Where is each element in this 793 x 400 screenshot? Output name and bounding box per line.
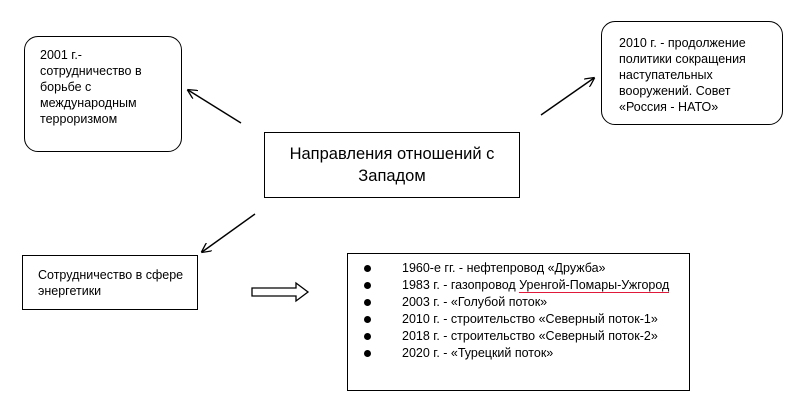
bullet-icon — [364, 350, 371, 357]
energy-cooperation-text: Сотрудничество в сфере энергетики — [38, 268, 184, 298]
pipelines-list-box: 1960-е гг. - нефтепровод «Дружба» 1983 г… — [347, 253, 690, 391]
list-item-text: 1960-е гг. - нефтепровод «Дружба» — [402, 261, 606, 275]
spellcheck-underlined-text: Уренгой-Помары-Ужгород — [519, 278, 670, 293]
bullet-icon — [364, 333, 371, 340]
energy-cooperation-box: Сотрудничество в сфере энергетики — [22, 255, 198, 310]
list-item-text: 2018 г. - строительство «Северный поток-… — [402, 329, 658, 343]
list-item-text: 2020 г. - «Турецкий поток» — [402, 346, 554, 360]
central-topic-title: Направления отношений с Западом — [289, 145, 495, 185]
arrow-to-energy — [202, 213, 256, 252]
central-topic-box: Направления отношений с Западом — [264, 132, 520, 198]
terrorism-cooperation-text: 2001 г.- сотрудничество в борьбе с между… — [40, 48, 142, 126]
bullet-icon — [364, 299, 371, 306]
bullet-icon — [364, 316, 371, 323]
list-item-text: 1983 г. - газопровод — [402, 278, 520, 292]
arrow-to-start — [540, 78, 594, 116]
list-item: 2018 г. - строительство «Северный поток-… — [364, 328, 689, 345]
list-item: 2020 г. - «Турецкий поток» — [364, 345, 689, 362]
list-item-text: 2010 г. - строительство «Северный поток-… — [402, 312, 658, 326]
bullet-icon — [364, 282, 371, 289]
terrorism-cooperation-box: 2001 г.- сотрудничество в борьбе с между… — [24, 36, 182, 152]
list-item: 2010 г. - строительство «Северный поток-… — [364, 311, 689, 328]
list-item: 2003 г. - «Голубой поток» — [364, 294, 689, 311]
block-arrow-to-list — [251, 281, 310, 303]
list-item: 1983 г. - газопровод Уренгой-Помары-Ужго… — [364, 277, 689, 294]
arrow-to-terrorism — [188, 90, 242, 124]
list-item: 1960-е гг. - нефтепровод «Дружба» — [364, 260, 689, 277]
bullet-icon — [364, 265, 371, 272]
list-item-text: 2003 г. - «Голубой поток» — [402, 295, 548, 309]
pipelines-list: 1960-е гг. - нефтепровод «Дружба» 1983 г… — [364, 260, 689, 362]
arms-reduction-text: 2010 г. - продолжение политики сокращени… — [619, 36, 746, 114]
arms-reduction-box: 2010 г. - продолжение политики сокращени… — [601, 21, 783, 125]
